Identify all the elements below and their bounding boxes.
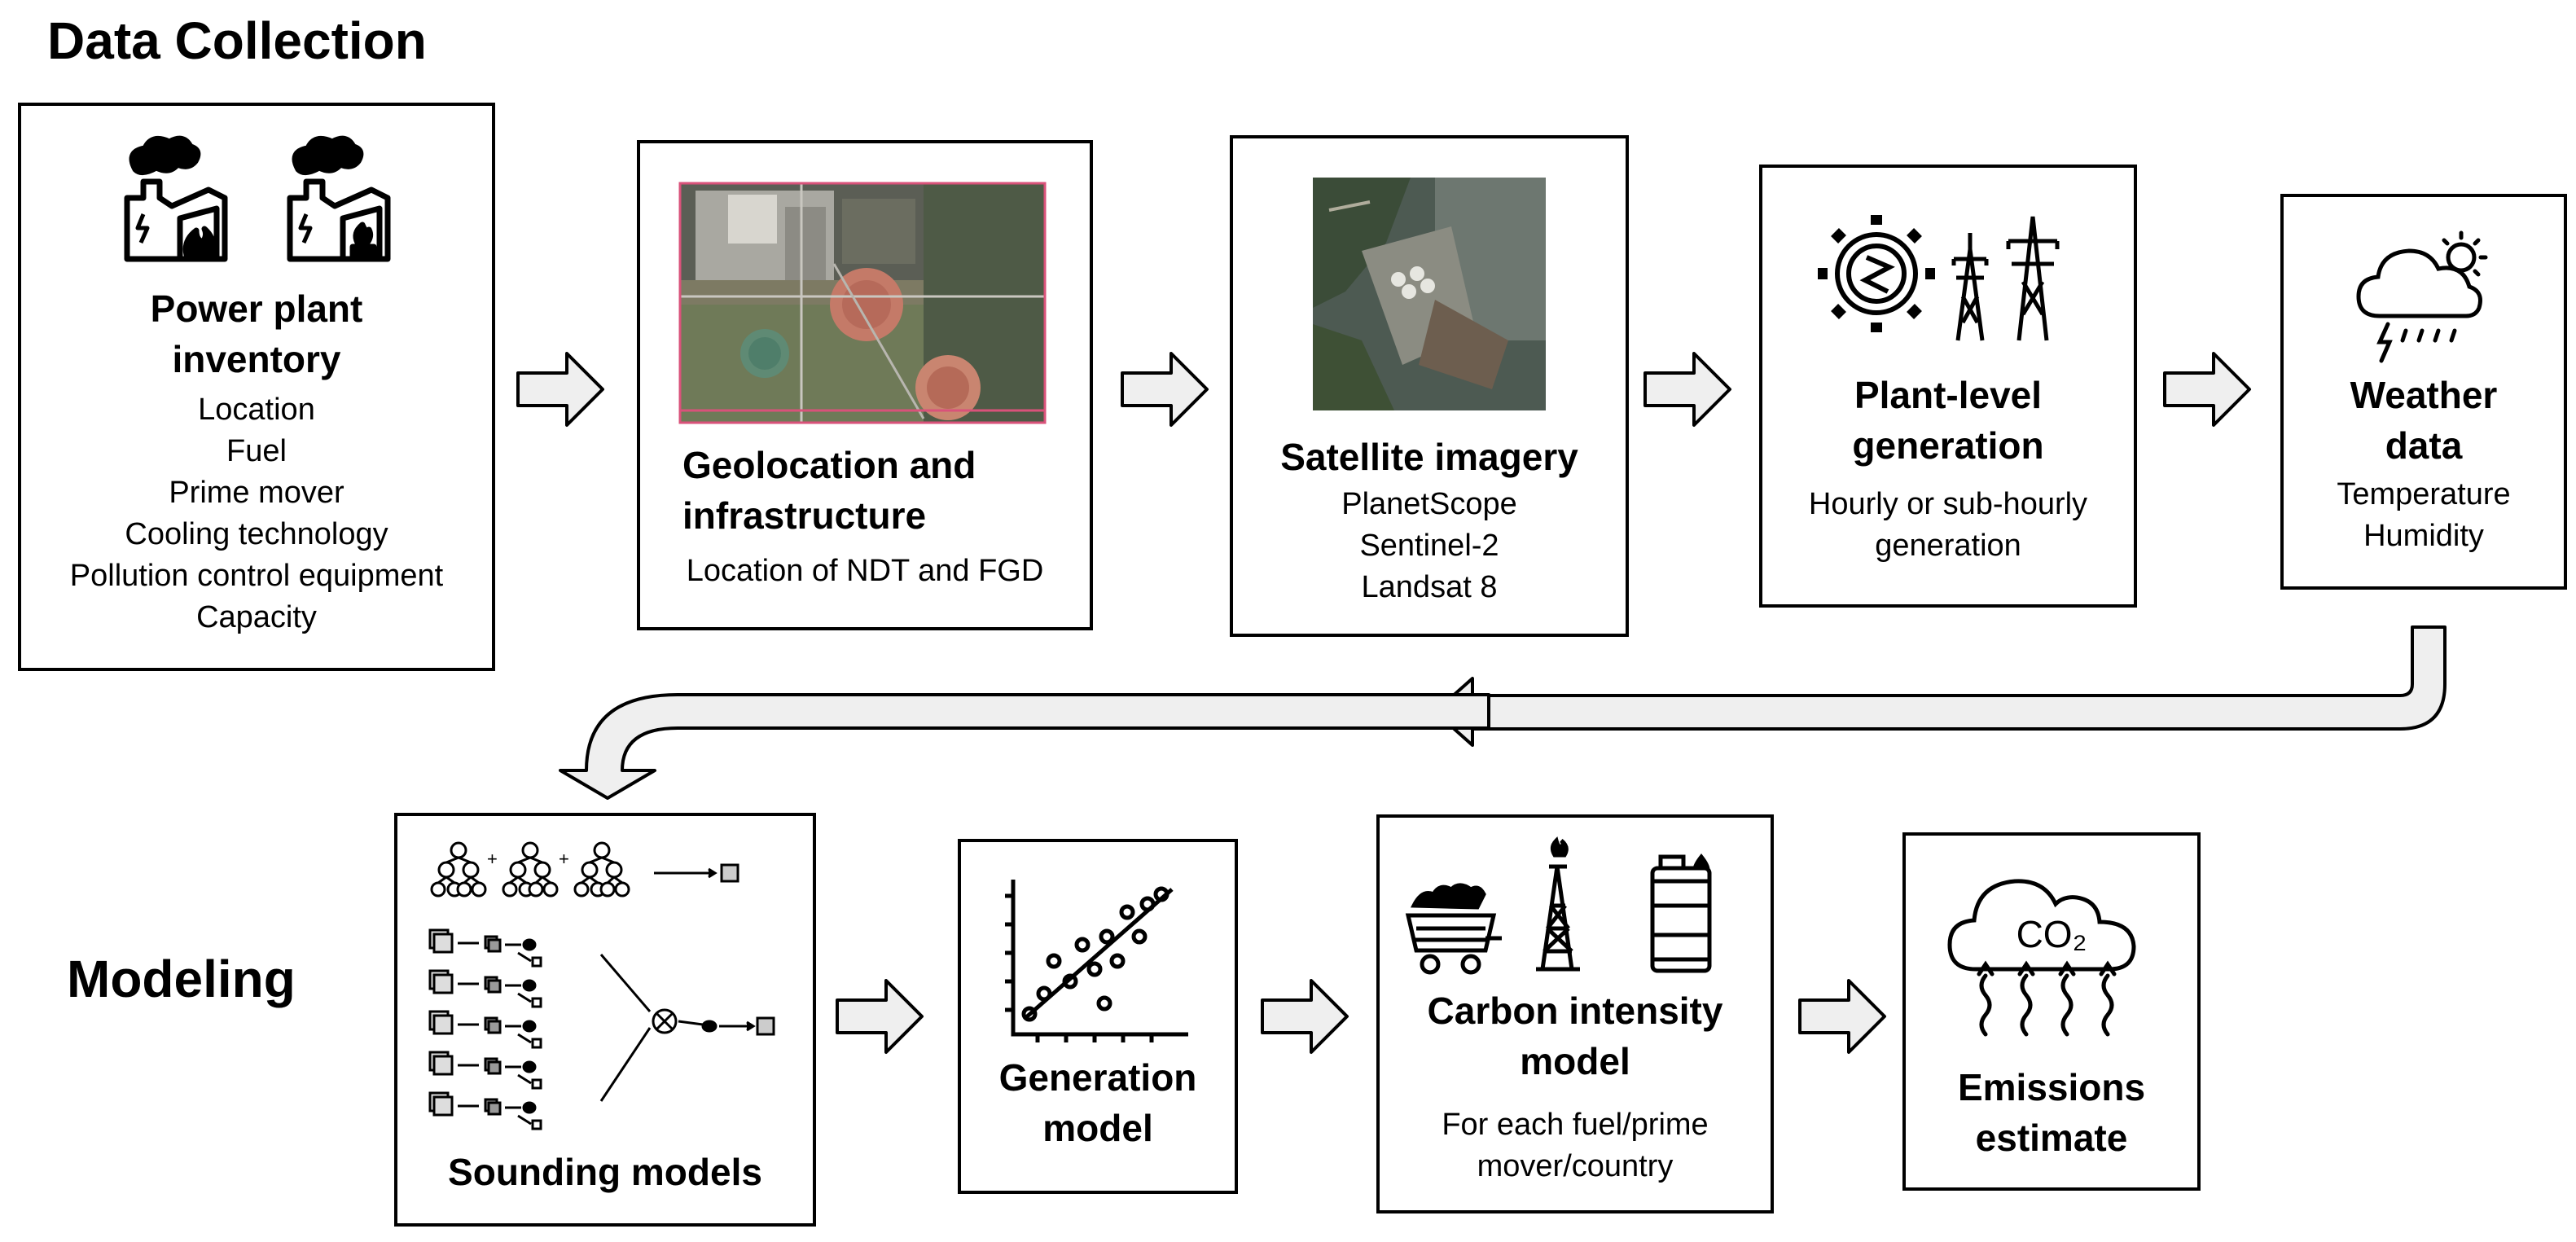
flow-arrow-3: [1643, 352, 1731, 427]
emissions-title-line-2: estimate: [1975, 1117, 2128, 1159]
satellite-line-planetscope: PlanetScope: [1341, 487, 1517, 521]
power-plant-inventory-box: Power plant inventory Location Fuel Prim…: [18, 103, 495, 671]
co2-label: CO₂: [2016, 913, 2087, 955]
section-title-data-collection: Data Collection: [47, 11, 427, 70]
carbon-line-1: For each fuel/prime: [1442, 1108, 1709, 1142]
flow-arrow-1: [516, 352, 604, 427]
gen-model-title-line-2: model: [1042, 1107, 1153, 1149]
satellite-line-landsat: Landsat 8: [1361, 570, 1498, 604]
factory-fire-icon: [124, 135, 228, 262]
scatter-regression-icon: [1005, 880, 1188, 1042]
weather-title-line-2: data: [2385, 424, 2463, 467]
oil-rig-icon: [1536, 836, 1580, 972]
inventory-line-fuel: Fuel: [226, 434, 287, 468]
emissions-estimate-box: CO₂ Emissions estimate: [1902, 832, 2201, 1191]
generation-line-1: Hourly or sub-hourly: [1808, 487, 2088, 521]
weather-title-line-1: Weather: [2350, 374, 2498, 416]
generation-icons: [1818, 215, 2060, 341]
inventory-line-capacity: Capacity: [196, 600, 317, 634]
carbon-intensity-box: Carbon intensity model For each fuel/pri…: [1376, 814, 1774, 1213]
inventory-line-prime-mover: Prime mover: [169, 476, 344, 510]
flow-arrow-4: [2163, 352, 2251, 427]
generation-title-line-1: Plant-level: [1854, 374, 2043, 416]
factory-icons: [124, 135, 391, 262]
svg-text:+: +: [559, 849, 569, 869]
generation-line-2: generation: [1875, 529, 2021, 563]
carbon-title-line-2: model: [1520, 1040, 1630, 1082]
weather-data-box: Weather data Temperature Humidity: [2280, 194, 2567, 590]
storm-cloud-icon: [2356, 230, 2488, 363]
geolocation-box: Geolocation and infrastructure Location …: [637, 140, 1093, 630]
geolocation-line-ndt-fgd: Location of NDT and FGD: [686, 554, 1044, 588]
satellite-line-sentinel: Sentinel-2: [1359, 529, 1499, 563]
aerial-plant-image: [678, 182, 1047, 424]
section-title-modeling: Modeling: [67, 950, 296, 1008]
plant-level-generation-box: Plant-level generation Hourly or sub-hou…: [1759, 165, 2137, 608]
inventory-line-location: Location: [198, 393, 315, 427]
generation-title-line-2: generation: [1852, 424, 2044, 467]
co2-cloud-icon: [1947, 879, 2136, 1037]
flow-arrow-2: [1121, 352, 1209, 427]
flow-arrow-6: [1261, 979, 1349, 1054]
return-arrow: [559, 625, 2447, 800]
inventory-title-line-1: Power plant: [150, 287, 363, 330]
carbon-icons: [1405, 836, 1712, 975]
sounding-title: Sounding models: [448, 1151, 762, 1193]
sounding-icons: + +: [428, 841, 775, 1130]
inventory-title-line-2: inventory: [172, 338, 341, 380]
carbon-title-line-1: Carbon intensity: [1427, 990, 1723, 1032]
flow-arrow-7: [1798, 979, 1886, 1054]
weather-line-temperature: Temperature: [2337, 477, 2511, 511]
oil-barrel-icon: [1650, 853, 1712, 973]
weather-line-humidity: Humidity: [2363, 519, 2484, 553]
satellite-image: [1313, 178, 1546, 410]
svg-text:+: +: [487, 849, 498, 869]
gen-model-title-line-1: Generation: [998, 1056, 1197, 1099]
satellite-imagery-box: Satellite imagery PlanetScope Sentinel-2…: [1230, 135, 1629, 637]
geolocation-title-line-2: infrastructure: [682, 494, 927, 537]
tree-ensemble-icon: + +: [430, 841, 739, 897]
gear-lightning-icon: [1818, 215, 1935, 332]
coal-cart-icon: [1405, 883, 1502, 975]
neural-network-icon: [428, 928, 542, 1130]
carbon-line-2: mover/country: [1477, 1149, 1674, 1183]
factory-gas-icon: [287, 135, 391, 262]
sounding-models-box: + + S: [394, 813, 816, 1227]
satellite-title: Satellite imagery: [1280, 436, 1578, 478]
inventory-line-pollution: Pollution control equipment: [69, 559, 444, 593]
inventory-line-cooling: Cooling technology: [125, 517, 388, 551]
flow-arrow-5: [836, 979, 924, 1054]
generation-model-box: Generation model: [958, 839, 1238, 1194]
emissions-title-line-1: Emissions: [1957, 1066, 2146, 1108]
transmission-tower-icon: [1951, 216, 2060, 341]
geolocation-title-line-1: Geolocation and: [682, 444, 976, 486]
